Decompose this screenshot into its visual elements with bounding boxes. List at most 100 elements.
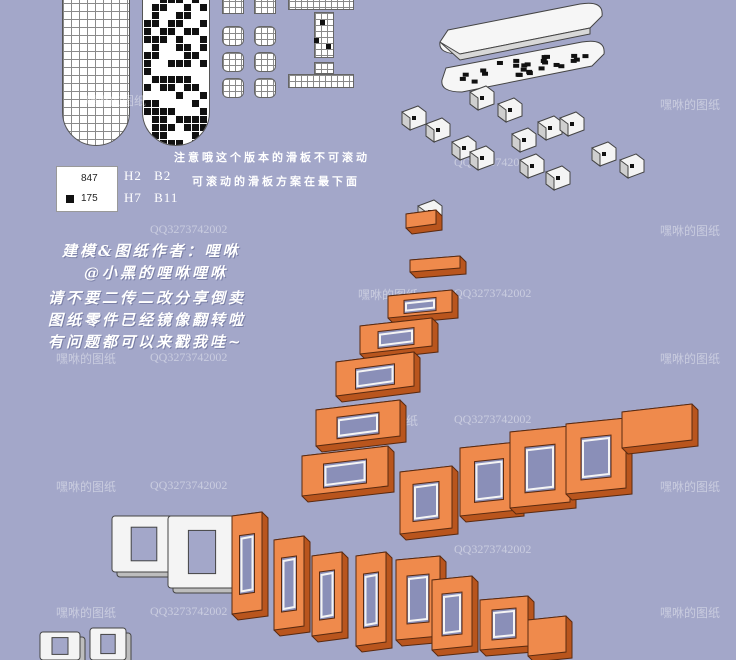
orange-frame (621, 403, 699, 455)
black-bead (160, 124, 167, 131)
black-bead (144, 28, 151, 35)
black-bead (526, 71, 533, 76)
black-bead (540, 58, 547, 63)
black-bead (176, 92, 183, 99)
watermark-brand: 嘿咻的图纸 (660, 352, 721, 366)
black-bead (192, 124, 199, 131)
black-bead (176, 44, 183, 51)
orange-frame (231, 511, 269, 621)
black-bead (200, 44, 207, 51)
black-bead (184, 44, 191, 51)
black-bead (200, 116, 207, 123)
black-bead (200, 140, 207, 145)
black-bead (176, 20, 183, 27)
black-bead (200, 4, 207, 11)
orange-frame (315, 399, 407, 453)
black-bead (184, 124, 191, 131)
black-bead (184, 60, 191, 67)
watermark-qq: QQ3273742002 (454, 542, 532, 556)
black-bead (200, 36, 207, 43)
black-bead (184, 4, 191, 11)
black-bead (168, 124, 175, 131)
black-bead (513, 63, 520, 68)
black-bead (176, 140, 183, 145)
black-bead (480, 68, 487, 73)
orange-frame (527, 615, 573, 660)
black-bead (200, 60, 207, 67)
watermark-qq: QQ3273742002 (150, 350, 228, 364)
watermark-qq: QQ3273742002 (150, 478, 228, 492)
black-bead (184, 28, 191, 35)
legend-swatch-black (66, 195, 74, 203)
black-bead (176, 76, 183, 83)
legend-count-black: 175 (81, 193, 98, 204)
wheel-part (559, 111, 585, 137)
wheel-part (545, 165, 571, 191)
orange-frame (409, 255, 467, 279)
author-line-3: 请不要二传二改分享倒卖 (48, 289, 247, 307)
watermark-brand: 嘿咻的图纸 (660, 480, 721, 494)
orange-frame (509, 425, 577, 515)
black-bead (496, 60, 503, 65)
orange-frame (459, 441, 525, 523)
black-bead (160, 76, 167, 83)
black-bead (152, 132, 159, 139)
black-bead (184, 52, 191, 59)
black-bead (144, 100, 151, 107)
black-bead (168, 28, 175, 35)
watermark-brand: 嘿咻的图纸 (56, 352, 117, 366)
black-bead (144, 60, 151, 67)
black-bead (152, 116, 159, 123)
legend-count-white: 847 (81, 173, 98, 184)
black-bead (573, 57, 580, 62)
black-bead (144, 52, 151, 59)
wheel-part (537, 115, 563, 141)
author-line-2: @小黑的哩咻哩咻 (84, 264, 229, 282)
black-bead (571, 53, 578, 58)
orange-frame (301, 445, 395, 503)
watermark-brand: 嘿咻的图纸 (660, 224, 721, 238)
wheel-part (469, 85, 495, 111)
black-bead (184, 12, 191, 19)
watermark-brand: 嘿咻的图纸 (660, 98, 721, 112)
bead-grid-pattern (142, 0, 210, 146)
black-bead (152, 52, 159, 59)
watermark-brand: 嘿咻的图纸 (56, 480, 117, 494)
orange-frame-parts (39, 209, 699, 660)
black-bead (144, 20, 151, 27)
black-bead (524, 62, 531, 67)
black-bead (558, 64, 565, 69)
black-bead (168, 0, 175, 3)
black-bead (471, 79, 478, 84)
black-bead (192, 100, 199, 107)
legend-swatch-white (66, 175, 74, 183)
watermark-brand: 嘿咻的图纸 (660, 606, 721, 620)
black-bead (144, 68, 151, 75)
black-bead (516, 72, 523, 77)
black-bead (160, 28, 167, 35)
black-bead (160, 140, 167, 145)
wheel-grid-group (220, 0, 280, 104)
truck-grid-group (288, 0, 358, 94)
black-bead (168, 60, 175, 67)
white-frame (167, 515, 242, 594)
black-bead (168, 140, 175, 145)
skateboard-deck-white (439, 2, 603, 61)
black-bead (168, 20, 175, 27)
black-bead (152, 36, 159, 43)
wheel-part (425, 117, 451, 143)
color-legend: 847 175 (56, 166, 118, 212)
color-code-row-1: H2 B2 (124, 168, 171, 184)
white-frame (39, 631, 86, 660)
black-bead (152, 12, 159, 19)
black-bead (482, 71, 489, 76)
black-bead (520, 67, 527, 72)
wheel-part (497, 97, 523, 123)
wheel-part (401, 105, 427, 131)
black-bead (200, 20, 207, 27)
wheel-part (469, 145, 495, 171)
black-bead (160, 84, 167, 91)
black-bead (543, 54, 550, 59)
black-bead (582, 54, 589, 59)
